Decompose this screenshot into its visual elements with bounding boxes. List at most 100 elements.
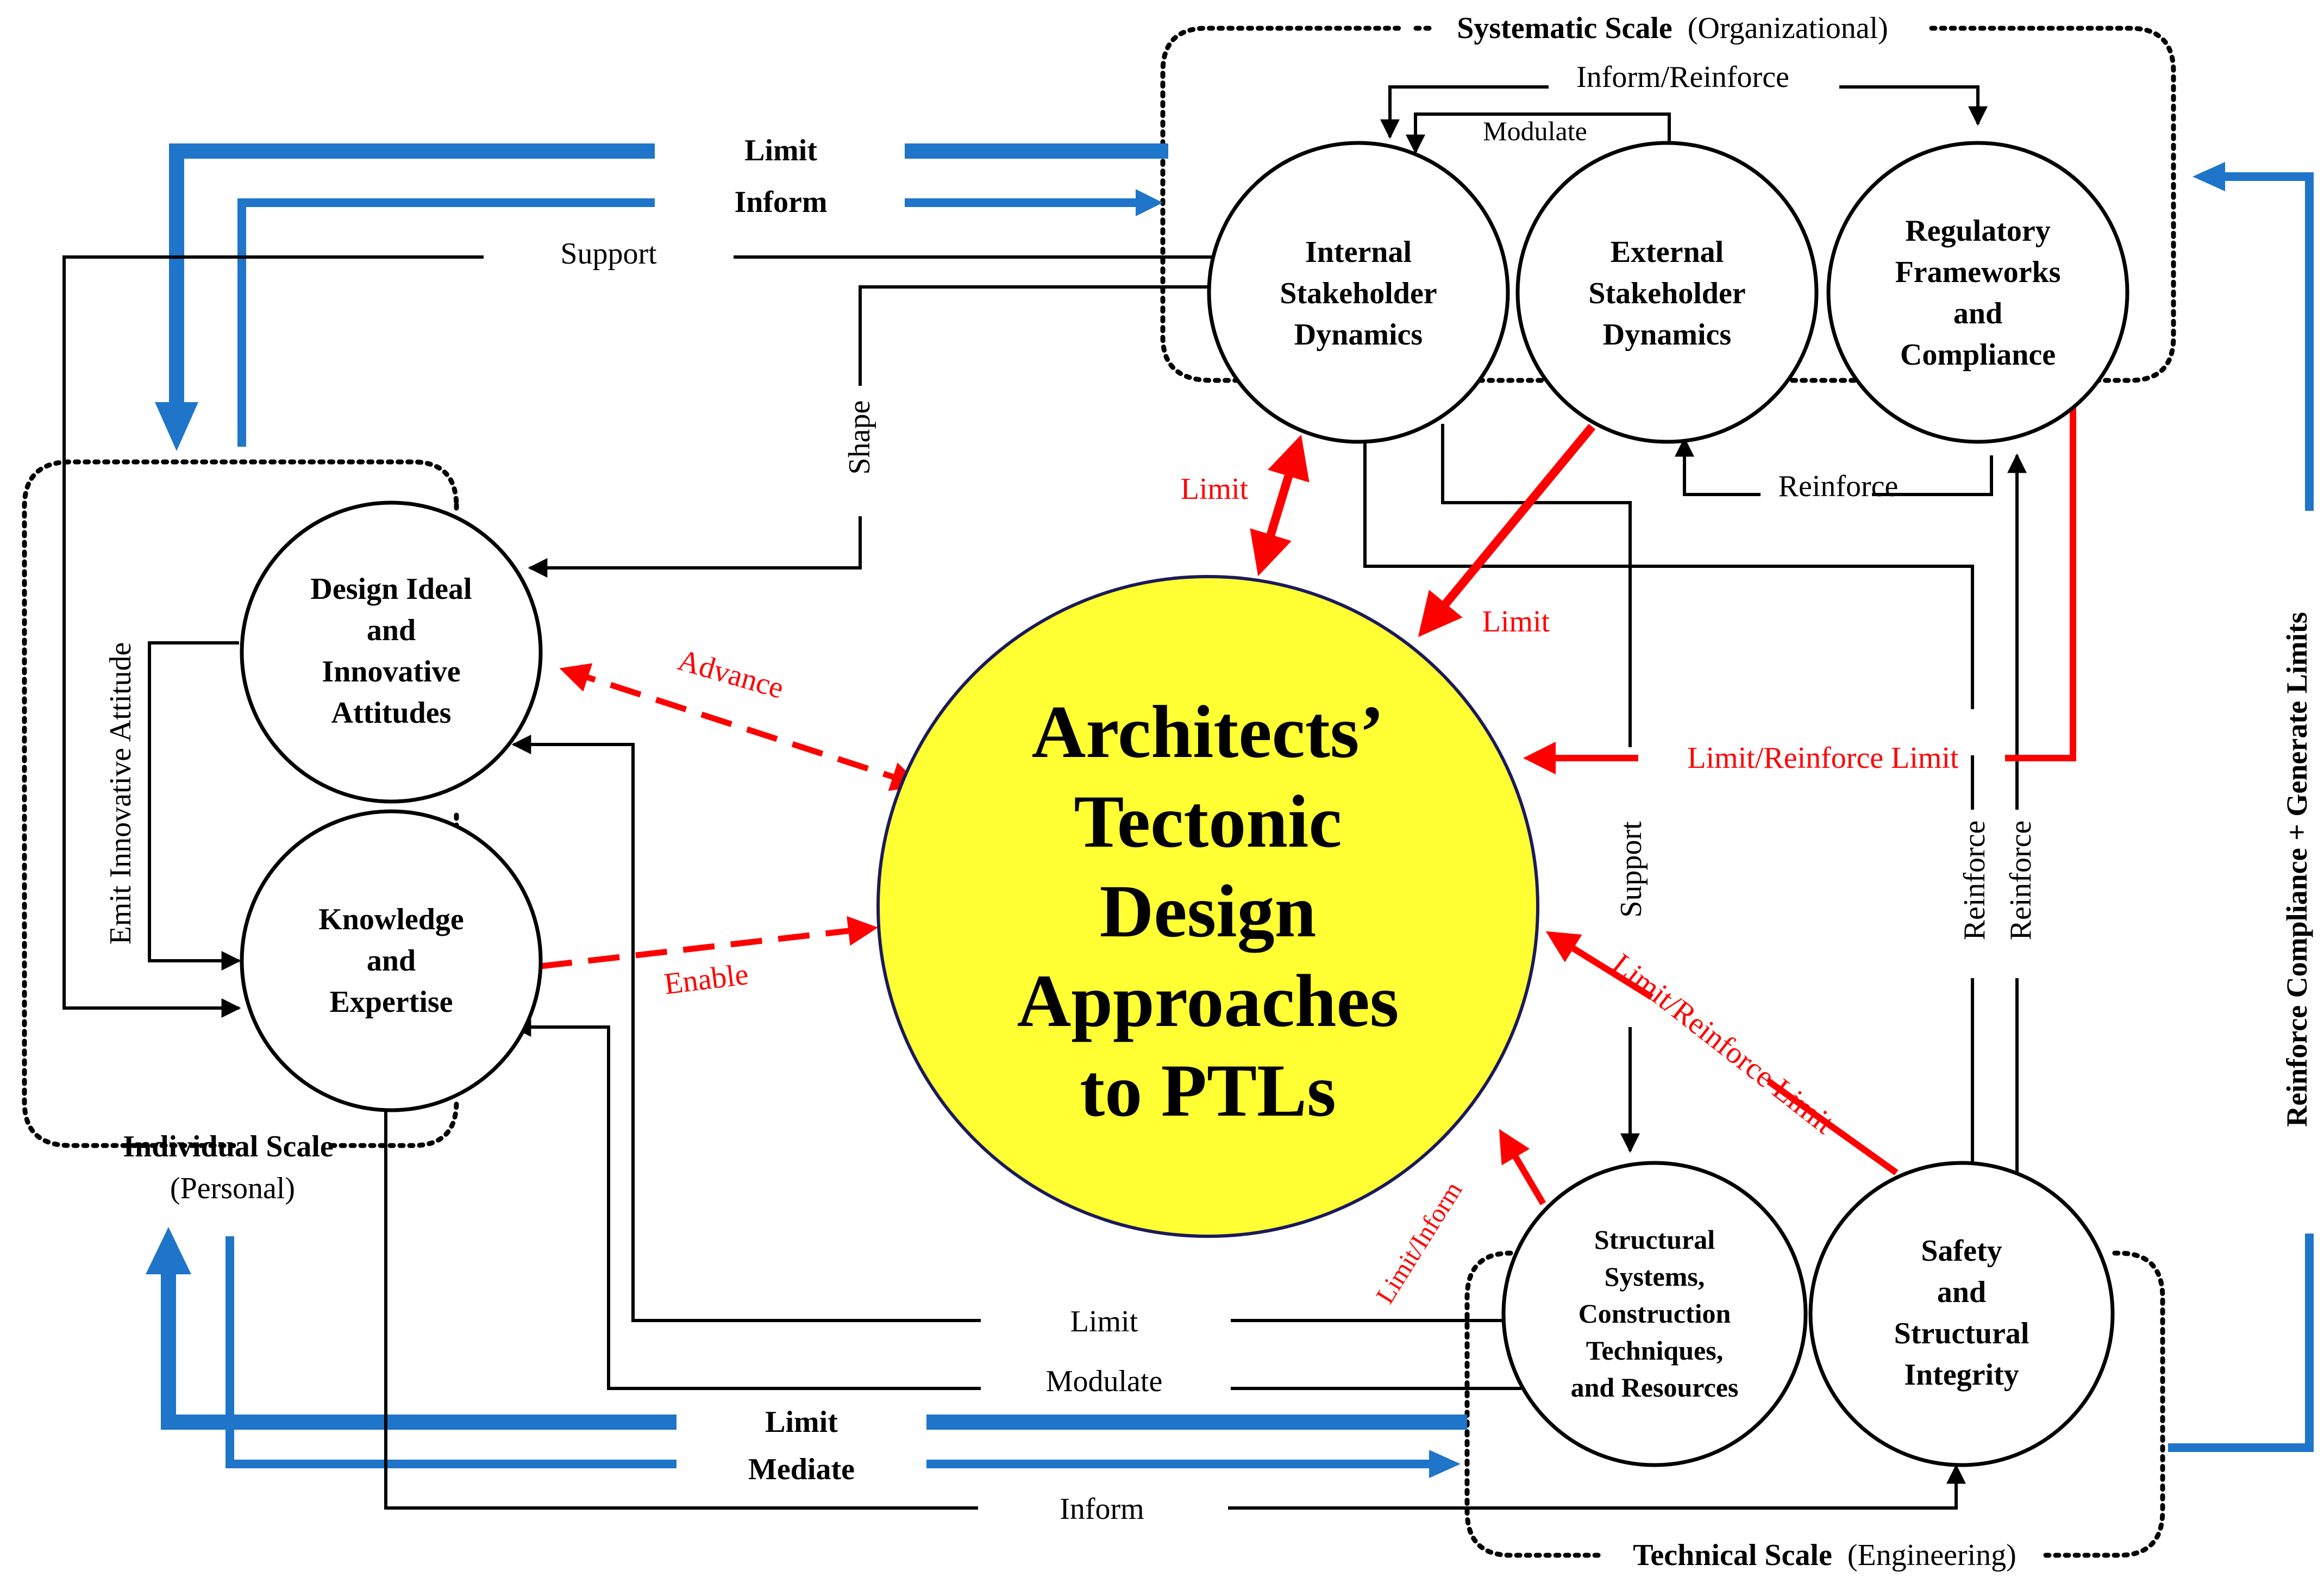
limit-top-label: Limit bbox=[744, 134, 817, 167]
enable-label: Enable bbox=[662, 958, 750, 1001]
black-connectors bbox=[62, 85, 2027, 1510]
knowledge-label-3: Expertise bbox=[329, 985, 453, 1019]
reinforce-v1-label: Reinforce bbox=[1958, 821, 1991, 941]
emit-innovative-label: Emit Innovative Attitude bbox=[104, 642, 137, 945]
reinforce-mid-right bbox=[1872, 455, 1993, 496]
technical-title-main: Technical Scale bbox=[1633, 1538, 1832, 1572]
blue-right-loop-head bbox=[2193, 162, 2225, 191]
safety-label-2: and bbox=[1937, 1275, 1986, 1309]
safety-label-1: Safety bbox=[1921, 1234, 2002, 1268]
regulatory-label-4: Compliance bbox=[1900, 338, 2056, 372]
center-node: Architects’ Tectonic Design Approaches t… bbox=[876, 575, 1539, 1238]
blue-limit-bottom-head bbox=[146, 1227, 191, 1274]
individual-boundary bbox=[22, 459, 459, 1148]
inform-reinforce-label: Inform/Reinforce bbox=[1576, 60, 1789, 94]
shape-label: Shape bbox=[843, 400, 876, 475]
reinforce-mid-left bbox=[1675, 437, 1761, 496]
individual-title: Individual Scale bbox=[123, 1130, 333, 1163]
modulate-bottom-label: Modulate bbox=[1046, 1365, 1163, 1398]
regulatory-label-2: Frameworks bbox=[1895, 255, 2061, 289]
regulatory-label-3: and bbox=[1953, 297, 2002, 330]
black-labels: Limit Inform Support Inform/Reinforce Mo… bbox=[104, 60, 2313, 1526]
blue-mediate-head bbox=[1429, 1450, 1461, 1478]
knowledge-circle bbox=[240, 809, 543, 1112]
technical-boundary bbox=[1464, 1250, 2165, 1558]
blue-limit-top bbox=[169, 143, 655, 405]
internal-circle bbox=[1207, 141, 1510, 444]
structural-label-3: Construction bbox=[1578, 1298, 1731, 1329]
inform-reinforce-left bbox=[1380, 85, 1549, 139]
blue-mediate-left bbox=[225, 1236, 676, 1468]
reinforce-v2-label: Reinforce bbox=[2004, 821, 2038, 941]
center-line-1: Architects’ bbox=[1032, 690, 1385, 773]
scale-boundaries bbox=[22, 26, 2176, 1558]
center-line-3: Design bbox=[1100, 869, 1317, 953]
reinforce-mid-label: Reinforce bbox=[1778, 470, 1899, 503]
emit-connector bbox=[148, 641, 241, 971]
modulate-connector bbox=[1406, 112, 1671, 154]
technical-title: Technical Scale (Engineering) bbox=[1633, 1538, 2016, 1572]
blue-limit-bottom-left bbox=[161, 1272, 676, 1430]
blue-inform-top-head bbox=[1136, 189, 1163, 216]
structural-label-1: Structural bbox=[1594, 1224, 1715, 1255]
external-label-1: External bbox=[1611, 235, 1724, 269]
design-ideal-label-3: Innovative bbox=[322, 655, 460, 689]
support-v-label: Support bbox=[1614, 821, 1648, 918]
scale-titles: Systematic Scale (Organizational) Indivi… bbox=[123, 11, 2016, 1572]
center-line-5: to PTLs bbox=[1080, 1049, 1336, 1132]
limit-bottom-label: Limit bbox=[1070, 1305, 1138, 1338]
inform-bottom-label: Inform bbox=[1060, 1492, 1144, 1526]
design-ideal-circle bbox=[240, 500, 543, 804]
support-top-label: Support bbox=[560, 237, 657, 271]
red-limit-reinforce-d bbox=[1551, 935, 1899, 1175]
red-limit-external-center bbox=[1418, 423, 1596, 637]
external-label-3: Dynamics bbox=[1603, 318, 1731, 352]
limit-red-left-label: Limit bbox=[1181, 472, 1249, 506]
internal-label-1: Internal bbox=[1305, 235, 1412, 269]
blue-arrows bbox=[146, 143, 2314, 1478]
safety-label-3: Structural bbox=[1894, 1317, 2029, 1350]
individual-subtitle: (Personal) bbox=[170, 1172, 295, 1205]
blue-right-loop bbox=[2168, 172, 2314, 1452]
center-circle bbox=[876, 575, 1539, 1238]
red-advance bbox=[559, 663, 922, 791]
red-limit-inform bbox=[1499, 1129, 1546, 1206]
internal-label-2: Stakeholder bbox=[1280, 277, 1437, 310]
modulate-top-label: Modulate bbox=[1483, 116, 1587, 146]
node-circles bbox=[240, 141, 2129, 1467]
structural-circle bbox=[1501, 1161, 1808, 1467]
limit-red-right-label: Limit bbox=[1482, 605, 1550, 639]
technical-title-sub: (Engineering) bbox=[1847, 1538, 2016, 1572]
limit-reinforce-h-label: Limit/Reinforce Limit bbox=[1687, 741, 1959, 775]
systematic-title-main: Systematic Scale bbox=[1457, 11, 1672, 45]
external-circle bbox=[1515, 141, 1819, 444]
knowledge-label-2: and bbox=[367, 944, 416, 978]
support-v-upper bbox=[1441, 424, 1632, 747]
shape-connector-bottom bbox=[528, 516, 862, 578]
limit-blue-bottom-label: Limit bbox=[765, 1405, 838, 1439]
systematic-title: Systematic Scale (Organizational) bbox=[1457, 11, 1888, 45]
knowledge-label-1: Knowledge bbox=[318, 903, 464, 936]
node-texts: Internal Stakeholder Dynamics External S… bbox=[310, 214, 2060, 1403]
inform-bottom-left bbox=[384, 1106, 978, 1510]
right-vertical-label: Reinforce Compliance + Generate Limits bbox=[2281, 612, 2313, 1127]
mediate-label: Mediate bbox=[748, 1453, 855, 1486]
limit-reinforce-d-label: Limit/Reinforce Limit bbox=[1606, 947, 1840, 1141]
shape-connector-top bbox=[859, 285, 1213, 386]
modulate-bottom-left bbox=[511, 1017, 981, 1390]
limit-inform-label: Limit/Inform bbox=[1370, 1177, 1468, 1309]
design-ideal-label-2: and bbox=[367, 614, 416, 647]
design-ideal-label-1: Design Ideal bbox=[310, 572, 472, 606]
internal-label-3: Dynamics bbox=[1294, 318, 1423, 352]
systematic-title-sub: (Organizational) bbox=[1688, 11, 1888, 45]
center-line-4: Approaches bbox=[1017, 959, 1399, 1042]
systematic-boundary bbox=[1160, 26, 2176, 383]
design-ideal-label-4: Attitudes bbox=[331, 696, 452, 730]
center-line-2: Tectonic bbox=[1074, 780, 1342, 863]
support-top-left bbox=[62, 255, 484, 1018]
red-limit-internal-center bbox=[1250, 434, 1310, 577]
red-limit-regulatory-center bbox=[2005, 402, 2076, 761]
center-title: Architects’ Tectonic Design Approaches t… bbox=[1017, 690, 1399, 1132]
advance-label: Advance bbox=[674, 643, 787, 705]
